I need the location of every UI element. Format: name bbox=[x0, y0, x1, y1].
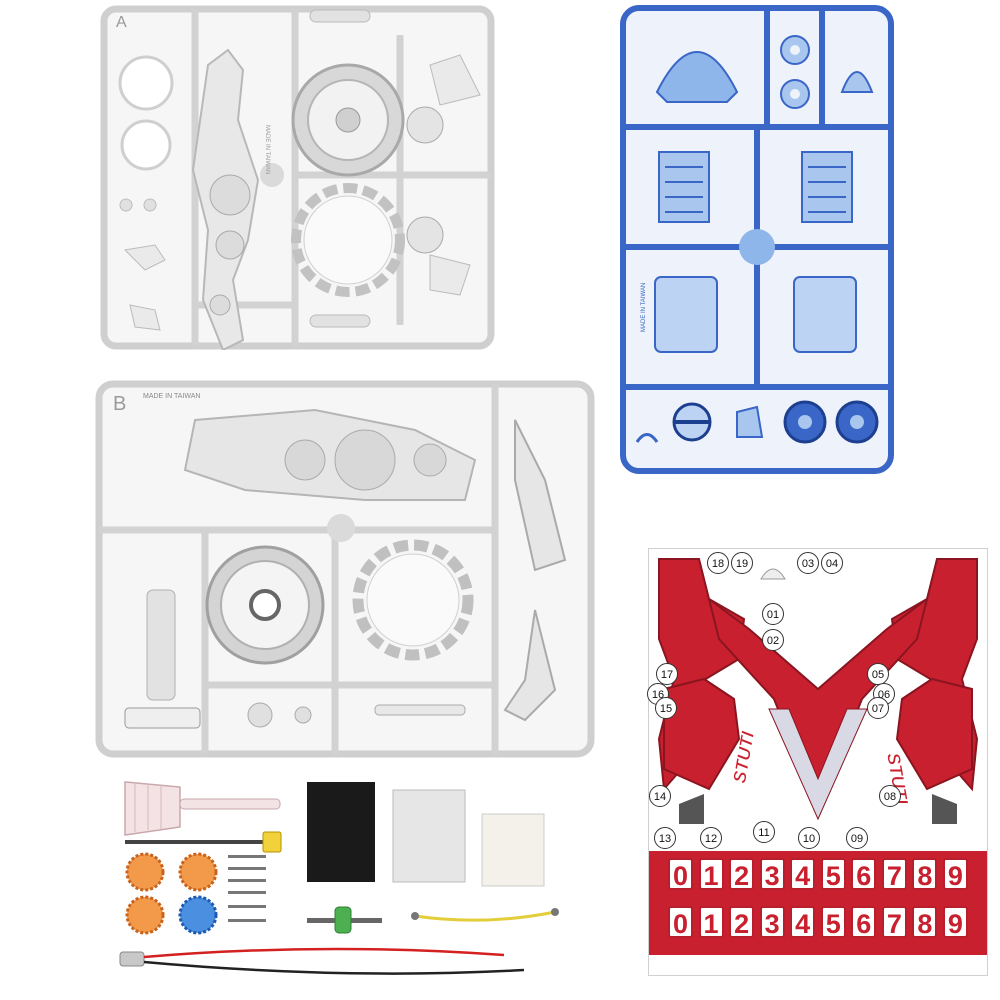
number-tile: 7 bbox=[881, 906, 907, 939]
decal-callout: 03 bbox=[797, 552, 819, 574]
loose-parts bbox=[119, 781, 559, 975]
decal-callout: 04 bbox=[821, 552, 843, 574]
number-tile: 0 bbox=[668, 858, 693, 891]
decal-callout: 10 bbox=[798, 827, 820, 849]
decal-callout: 05 bbox=[867, 663, 889, 685]
number-tile: 9 bbox=[942, 858, 968, 891]
decal-callout: 13 bbox=[654, 827, 676, 849]
decal-callout: 14 bbox=[649, 785, 671, 807]
number-tile: 2 bbox=[729, 858, 755, 891]
svg-text:B: B bbox=[113, 393, 126, 415]
number-tile: 6 bbox=[851, 858, 877, 891]
decal-callout: 15 bbox=[655, 697, 677, 719]
svg-text:MADE IN TAIWAN: MADE IN TAIWAN bbox=[641, 283, 647, 332]
svg-text:A: A bbox=[116, 14, 127, 31]
number-tile: 7 bbox=[881, 858, 907, 891]
number-tile: 1 bbox=[698, 858, 724, 891]
number-tile: 2 bbox=[729, 906, 755, 939]
decal-callout: 07 bbox=[867, 697, 889, 719]
number-tile: 8 bbox=[912, 858, 938, 891]
decal-callout: 08 bbox=[879, 785, 901, 807]
number-row-2: 0 1 2 3 4 5 6 7 8 9 bbox=[668, 906, 968, 939]
decal-graphics: STUTI STUTI bbox=[657, 558, 979, 824]
number-tile: 4 bbox=[790, 858, 816, 891]
number-tile: 8 bbox=[912, 906, 938, 939]
number-tile: 6 bbox=[851, 906, 877, 939]
number-tile: 9 bbox=[942, 906, 968, 939]
number-tile: 1 bbox=[698, 906, 724, 939]
decal-callout: 17 bbox=[656, 663, 678, 685]
number-tile: 5 bbox=[820, 858, 846, 891]
sprue-b: B MADE IN TAIWAN bbox=[95, 380, 595, 758]
decal-callout: 02 bbox=[762, 629, 784, 651]
decal-callout: 11 bbox=[753, 821, 775, 843]
decal-callout: 18 bbox=[707, 552, 729, 574]
sprue-a: A MADE IN TAIWAN bbox=[100, 5, 495, 350]
number-tile: 3 bbox=[759, 858, 785, 891]
number-tile: 0 bbox=[668, 906, 693, 939]
decal-callout: 09 bbox=[846, 827, 868, 849]
svg-text:MADE IN TAIWAN: MADE IN TAIWAN bbox=[264, 125, 270, 174]
number-tile: 3 bbox=[759, 906, 785, 939]
decal-callout: 19 bbox=[731, 552, 753, 574]
sprue-blue: MADE IN TAIWAN bbox=[620, 5, 894, 474]
number-tile: 5 bbox=[820, 906, 846, 939]
decal-callout: 12 bbox=[700, 827, 722, 849]
svg-text:MADE IN TAIWAN: MADE IN TAIWAN bbox=[143, 393, 200, 400]
decal-callout: 01 bbox=[762, 603, 784, 625]
number-row-1: 0 1 2 3 4 5 6 7 8 9 bbox=[668, 858, 968, 891]
number-tile: 4 bbox=[790, 906, 816, 939]
